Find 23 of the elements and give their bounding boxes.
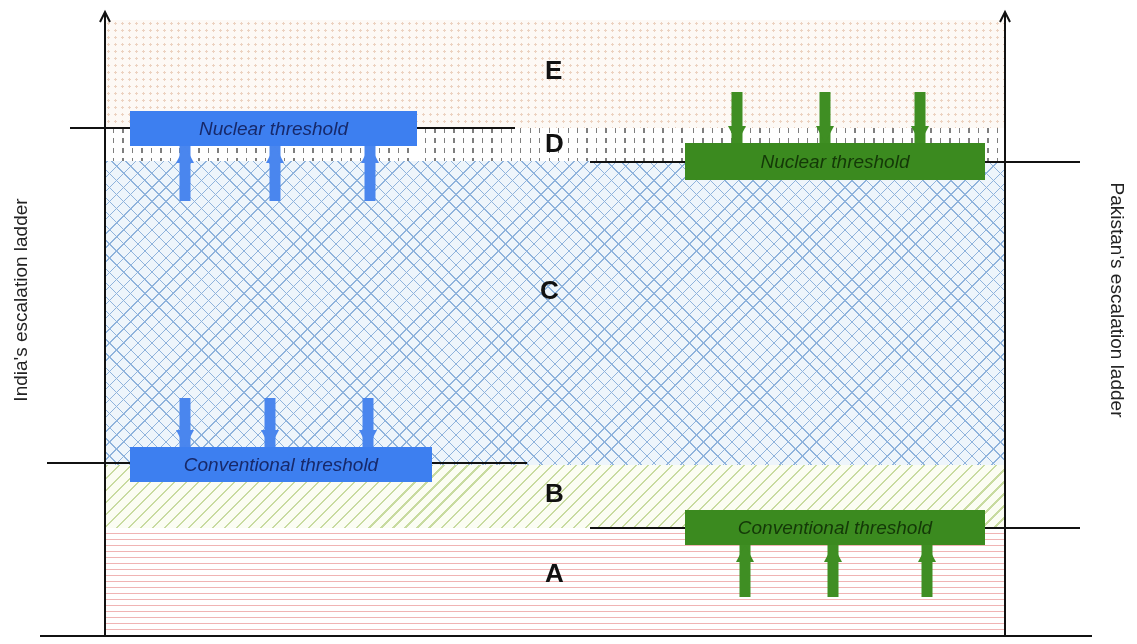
block-arrow xyxy=(261,398,279,447)
block-arrow xyxy=(176,398,194,447)
block-arrow xyxy=(266,146,284,201)
block-arrow xyxy=(911,92,929,143)
block-arrow xyxy=(736,545,754,597)
threshold-box: Conventional threshold xyxy=(130,447,432,482)
axis-label: India's escalation ladder xyxy=(9,198,32,402)
threshold-box: Nuclear threshold xyxy=(685,143,985,180)
block-arrow xyxy=(359,398,377,447)
threshold-box: Conventional threshold xyxy=(685,510,985,545)
block-arrow xyxy=(918,545,936,597)
block-arrow xyxy=(816,92,834,143)
threshold-box: Nuclear threshold xyxy=(130,111,417,146)
band-letter: A xyxy=(545,558,564,589)
band-letter: D xyxy=(545,128,564,159)
axis-label: Pakistan's escalation ladder xyxy=(1105,182,1128,418)
block-arrow xyxy=(728,92,746,143)
block-arrow xyxy=(361,146,379,201)
band-letter: E xyxy=(545,55,563,86)
block-arrow xyxy=(176,146,194,201)
band-letter: B xyxy=(545,478,564,509)
block-arrow xyxy=(824,545,842,597)
band-letter: C xyxy=(540,275,559,306)
